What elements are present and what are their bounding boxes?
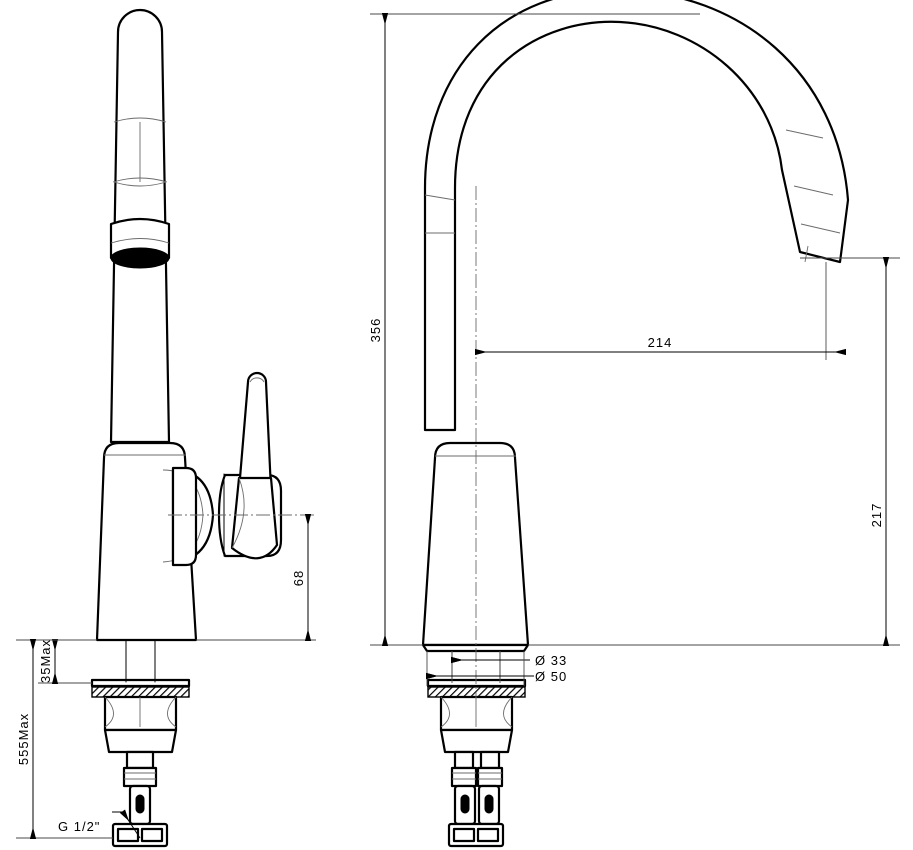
side-escutcheon-flange (426, 678, 527, 698)
dimension-deck-thickness: 35Max (38, 639, 97, 684)
dimension-outlet-height: 217 (528, 257, 900, 646)
front-aerator-outlet (109, 217, 171, 269)
side-twin-supply-hoses (450, 750, 504, 826)
dim-d33-label: Ø 33 (535, 653, 567, 668)
dim-217-label: 217 (869, 503, 884, 528)
dim-555max-label: 555Max (16, 713, 31, 765)
side-view (421, 0, 850, 848)
dim-356-label: 356 (368, 318, 383, 343)
dim-68-label: 68 (291, 570, 306, 586)
side-hose-fittings (447, 822, 505, 848)
side-tapered-body (421, 441, 530, 653)
side-lock-nut (439, 695, 514, 754)
dim-214-label: 214 (648, 335, 673, 350)
dimension-shank-diameter: Ø 33 (451, 651, 567, 683)
front-supply-hose (122, 750, 158, 826)
dim-d50-label: Ø 50 (535, 669, 567, 684)
dim-35max-label: 35Max (38, 639, 53, 683)
dimension-overall-height: 356 (368, 13, 700, 646)
front-view (90, 8, 283, 848)
callout-thread-spec: G 1/2" (58, 809, 141, 839)
front-escutcheon-flange (90, 678, 191, 698)
dimension-spout-reach: 214 (475, 262, 846, 360)
side-gooseneck-spout (423, 0, 850, 432)
front-hose-fitting (111, 822, 169, 848)
dimension-base-diameter: Ø 50 (426, 651, 567, 686)
front-lever-handle (230, 371, 279, 560)
dimension-handle-height: 68 (168, 514, 316, 641)
front-body (95, 441, 198, 642)
callout-g-half-label: G 1/2" (58, 819, 100, 834)
dimension-hose-length: 555Max (16, 639, 113, 839)
front-lock-nut (103, 695, 178, 754)
